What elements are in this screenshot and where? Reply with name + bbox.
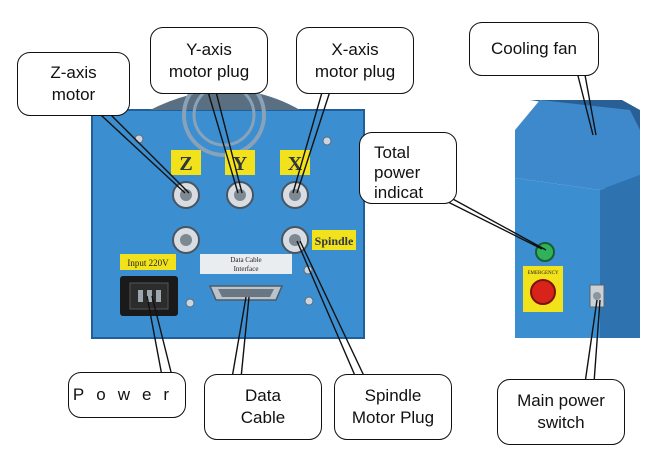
input-label-plate <box>120 254 176 270</box>
z-label-plate <box>171 150 201 175</box>
callout-power: Power <box>68 372 186 418</box>
callout-x-axis-motor-plug: X-axis motor plug <box>296 27 414 94</box>
data-cable-connector <box>208 285 284 301</box>
callout-main-power-switch: Main power switch <box>497 379 625 445</box>
callout-spindle-motor-plug: Spindle Motor Plug <box>334 374 452 440</box>
callout-spindle-motor-plug-text: Spindle Motor Plug <box>351 386 435 427</box>
callout-main-power-switch-text: Main power switch <box>517 391 605 432</box>
input-label: Input 220V <box>127 258 169 268</box>
callout-y-axis-motor-plug-text: Y-axis motor plug <box>168 39 250 81</box>
spindle-label-plate <box>312 230 356 250</box>
y-label-plate <box>225 150 255 175</box>
enclosure-top <box>515 100 640 190</box>
data-cable-label-line1: Data Cable <box>230 256 261 264</box>
data-cable-label-line2: Interface <box>234 265 259 273</box>
estop-label: EMERGENCY <box>527 271 559 276</box>
leader-power <box>146 295 173 377</box>
callout-data-cable: Data Cable <box>204 374 322 440</box>
leader-x-axis <box>292 81 334 194</box>
leader-main-switch <box>584 299 601 384</box>
callout-x-axis-motor-plug-text: X-axis motor plug <box>314 39 396 81</box>
callout-y-axis-motor-plug: Y-axis motor plug <box>150 27 268 94</box>
leader-spindle <box>296 240 366 379</box>
spindle-label: Spindle <box>315 234 354 248</box>
leader-y-axis <box>205 83 243 194</box>
data-cable-label-plate <box>200 254 292 274</box>
control-panel: Z Y X Spindle Input 220V <box>91 73 365 339</box>
enclosure: EMERGENCY <box>515 100 640 338</box>
leader-data-cable <box>231 296 250 379</box>
callout-power-text: Power <box>72 385 182 404</box>
z-axis-label: Z <box>179 153 192 175</box>
callout-z-axis-motor-text: Z-axis motor <box>50 63 97 104</box>
y-axis-plug <box>226 181 254 209</box>
callout-data-cable-text: Data Cable <box>240 386 286 427</box>
callout-z-axis-motor: Z-axis motor <box>17 52 130 116</box>
enclosure-right-face <box>600 175 640 338</box>
callout-cooling-fan-text: Cooling fan <box>490 39 577 58</box>
callout-total-power-indicator: Total power indicat <box>359 132 457 204</box>
callout-total-power-indicator-text: Total power indicat <box>374 143 424 202</box>
fourth-plug <box>172 226 200 254</box>
leader-power-indicator <box>431 191 547 251</box>
emergency-stop-button <box>530 279 556 305</box>
enclosure-front <box>515 178 600 338</box>
callout-cooling-fan: Cooling fan <box>469 22 599 76</box>
x-label-plate <box>280 150 310 175</box>
x-axis-label: X <box>288 153 303 175</box>
